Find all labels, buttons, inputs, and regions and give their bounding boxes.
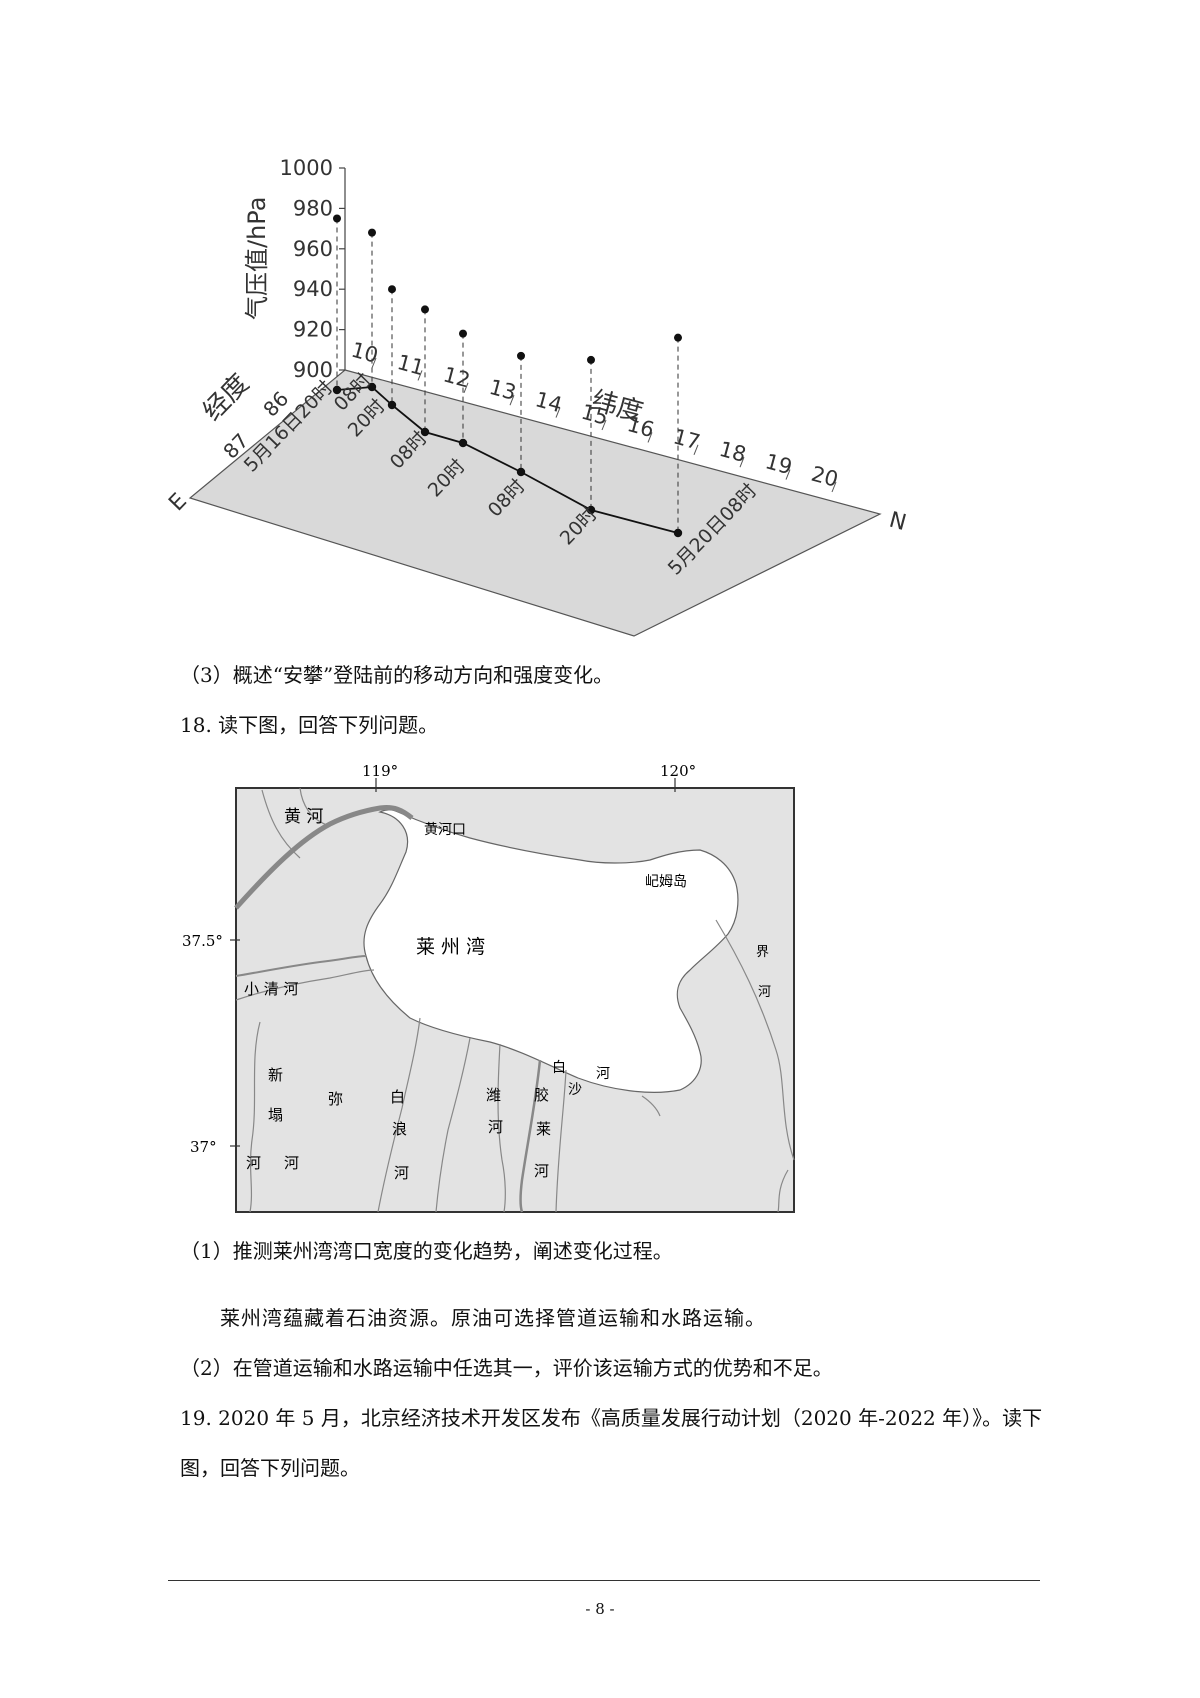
- lat-tick: [417, 370, 423, 381]
- q18-info: 莱州湾蕴藏着石油资源。原油可选择管道运输和水路运输。: [220, 1306, 766, 1330]
- lat-tick-label: 14: [533, 387, 565, 417]
- pressure-point: [388, 285, 396, 294]
- pressure-tick-label: 900: [293, 358, 333, 382]
- lat-tick-label: 12: [441, 362, 473, 392]
- lat-tick: [693, 444, 699, 455]
- lat-tick-label: 19: [763, 449, 795, 479]
- lon-120: 120°: [660, 762, 696, 780]
- label-bailang-2: 浪: [392, 1120, 407, 1138]
- track-point: [367, 382, 377, 392]
- lat-tick-label: 18: [717, 437, 749, 467]
- label-jiehe-2: 河: [758, 985, 771, 1000]
- label-huanghekou: 黄河口: [424, 821, 466, 838]
- q17-part3: （3）概述“安攀”登陆前的移动方向和强度变化。: [180, 663, 614, 687]
- lat-tick: [785, 469, 791, 480]
- pressure-point: [421, 305, 429, 314]
- laizhou-bay-map: 119° 120° 37.5° 37° 黄 河 黄河口 屺姆岛 莱 州 湾 小 …: [182, 762, 795, 1213]
- label-wei-1: 潍: [486, 1086, 501, 1104]
- label-bailang-3: 河: [394, 1164, 409, 1182]
- track-point: [332, 385, 342, 395]
- label-jiaolai-2: 莱: [536, 1120, 551, 1138]
- chart-base-plane: [188, 369, 882, 637]
- footer-rule: [168, 1580, 1040, 1581]
- label-laizhouwan: 莱 州 湾: [416, 936, 485, 958]
- track-point: [673, 528, 683, 538]
- label-jimudao: 屺姆岛: [645, 874, 687, 890]
- label-xinta-2: 塌: [268, 1106, 283, 1124]
- typhoon-track-line: [336, 386, 679, 534]
- label-huanghe: 黄 河: [284, 807, 323, 827]
- label-jiaolai-3: 河: [534, 1162, 549, 1180]
- label-wei-2: 河: [488, 1118, 503, 1136]
- lat-tick: [831, 481, 837, 493]
- lat-tick-label: 16: [625, 412, 657, 442]
- xiaoqing-river: [235, 955, 367, 977]
- lat-direction: N: [886, 508, 908, 536]
- lat-tick: [647, 432, 653, 443]
- pressure-point: [517, 351, 525, 360]
- lat-tick: [601, 419, 607, 431]
- q19-line2: 图，回答下列问题。: [180, 1456, 360, 1480]
- label-baisha-3: 河: [596, 1066, 610, 1082]
- lat-tick-label: 13: [487, 375, 519, 405]
- label-bailang-1: 白: [390, 1088, 405, 1106]
- track-point: [420, 427, 430, 437]
- pressure-tick-label: 960: [293, 237, 333, 261]
- lat-tick-label: 17: [671, 424, 703, 454]
- pressure-point: [368, 228, 376, 237]
- q18-part1: （1）推测莱州湾湾口宽度的变化趋势，阐述变化过程。: [180, 1239, 673, 1263]
- track-point: [458, 438, 468, 448]
- lat-tick-label: 20: [809, 462, 841, 492]
- pressure-point: [333, 214, 341, 223]
- pressure-point: [674, 333, 682, 342]
- lat-tick: [509, 395, 515, 406]
- label-xinta-1: 新: [268, 1066, 283, 1084]
- label-jiaolai-1: 胶: [534, 1086, 549, 1104]
- lat-tick-label: 11: [395, 350, 427, 380]
- label-xiaoqinghe: 小 清 河: [244, 980, 299, 998]
- pressure-tick-label: 980: [293, 196, 333, 220]
- label-mi-1: 弥: [328, 1090, 343, 1108]
- lat-tick: [463, 382, 469, 393]
- track-point: [516, 467, 526, 477]
- pressure-tick-label: 1000: [280, 156, 333, 180]
- label-mi-2: 河: [284, 1154, 299, 1172]
- label-baisha-1: 白: [552, 1060, 566, 1076]
- lat-tick-label: 10: [349, 338, 381, 368]
- yellow-river: [234, 805, 414, 910]
- label-xinta-3: 河: [246, 1154, 261, 1172]
- page-number: - 8 -: [585, 1600, 615, 1618]
- lon-119: 119°: [362, 762, 398, 780]
- q18-part2: （2）在管道运输和水路运输中任选其一，评价该运输方式的优势和不足。: [180, 1356, 833, 1380]
- lat-37: 37°: [190, 1138, 217, 1156]
- lat-37-5: 37.5°: [182, 932, 223, 950]
- lat-tick: [739, 457, 745, 468]
- laizhou-bay-water: [363, 809, 739, 1093]
- pressure-tick-label: 940: [293, 277, 333, 301]
- pressure-tick-label: 920: [293, 318, 333, 342]
- pressure-point: [587, 355, 595, 364]
- lon-axis-label: 经度: [197, 369, 255, 427]
- track-point: [387, 400, 397, 410]
- label-jiehe-1: 界: [756, 945, 769, 960]
- track-point: [586, 505, 596, 515]
- pressure-axis-label: 气压值/hPa: [243, 197, 271, 320]
- lat-tick: [371, 357, 377, 369]
- q18-title: 18. 读下图，回答下列问题。: [180, 713, 439, 737]
- pressure-point: [459, 329, 467, 338]
- q19-line1: 19. 2020 年 5 月，北京经济技术开发区发布《高质量发展行动计划（202…: [180, 1406, 1043, 1430]
- lon-direction: E: [164, 489, 192, 516]
- lat-tick: [555, 407, 561, 418]
- label-baisha-2: 沙: [568, 1082, 582, 1098]
